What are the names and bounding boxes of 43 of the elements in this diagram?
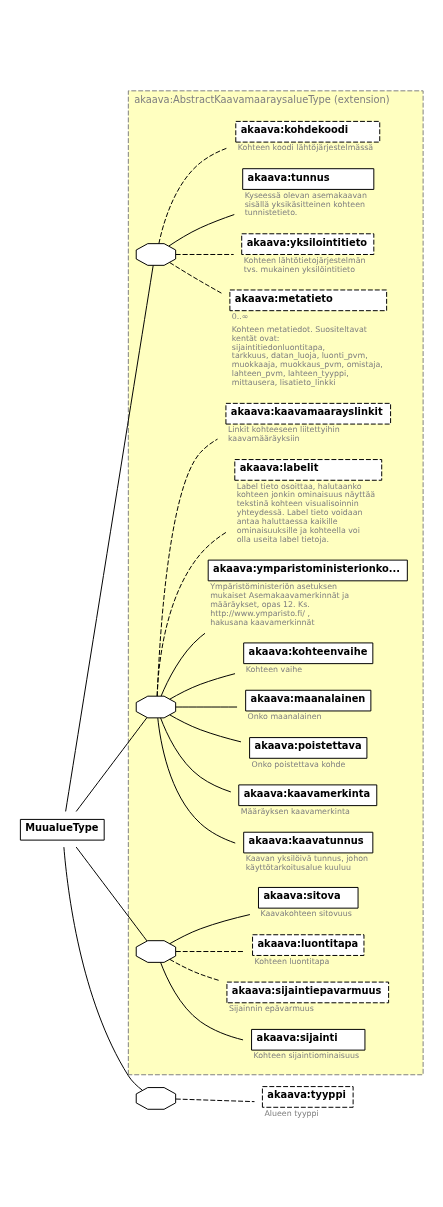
connector bbox=[160, 717, 232, 793]
node-label: Onko maanalainen bbox=[247, 712, 322, 722]
node-octagon bbox=[135, 243, 177, 266]
node-label: Kohteen sijaintiominaisuus bbox=[253, 1051, 360, 1061]
node-label: Kyseessä olevan asemakaavan sisällä yksikäsitteinen kohteen tunnistetieto. bbox=[244, 190, 367, 218]
node-label: Sijainnin epävarmuus bbox=[228, 1004, 314, 1014]
node-label: Alueen tyyppi bbox=[264, 1108, 319, 1118]
connector bbox=[158, 147, 229, 245]
connector bbox=[156, 438, 219, 697]
connector bbox=[156, 531, 227, 697]
connector bbox=[63, 846, 143, 1091]
connector bbox=[169, 262, 222, 294]
connector bbox=[160, 632, 206, 697]
node-label: 0..∞ bbox=[231, 311, 249, 321]
node-label: Kohteen luontitapa bbox=[254, 956, 330, 966]
node-octagon bbox=[135, 1087, 177, 1110]
node-label: Kaavakohteen sitovuus bbox=[260, 909, 352, 919]
node-label: Onko poistettava kohde bbox=[251, 759, 346, 769]
node-label: Ympäristöministeriön asetuksen mukaiset Asemakaavamerkinnät ja määräykset, opas 12. Ks. http://www.ymparisto.fi/ , hakusana kaavamerkinnät bbox=[210, 582, 350, 627]
node-label: Kohteen metatiedot. Suositeltavat kentät ovat: sijaintitiedonluontitapa, tarkkuus, datan_luoja, luonti_pvm, muokkaaja, muokkaus_pvm, omistaja, lahteen_pvm, lahteen_tyyppi, mittausera, lisatieto_linkki bbox=[231, 324, 383, 388]
node-label: Label tieto osoittaa, halutaanko kohteen jonkin ominaisuus näyttää tekstinä kohteen visualisoinnin yhteydessä. Label tieto voidaan antaa haluttaessa kaikille ominaisuuksille ja kohteella voi olla useita label tietoja. bbox=[236, 481, 376, 544]
connector bbox=[160, 961, 244, 1041]
connector bbox=[75, 717, 148, 812]
node-label: Kohteen vaihe bbox=[245, 664, 303, 674]
connector bbox=[169, 673, 236, 700]
node-label: Määräyksen kaavamerkinta bbox=[240, 806, 350, 816]
connector bbox=[175, 951, 245, 952]
node-label: Kohteen koodi lähtöjärjestelmässä bbox=[237, 143, 374, 153]
node-octagon bbox=[135, 695, 177, 719]
connector bbox=[157, 717, 236, 844]
connector bbox=[175, 706, 238, 708]
connector bbox=[169, 714, 242, 743]
node-label: Kaavan yksilöivä tunnus, johon käyttötarkoitusalue kuuluu bbox=[245, 854, 368, 873]
connector bbox=[168, 214, 235, 247]
connector bbox=[169, 958, 220, 981]
node-octagon bbox=[135, 940, 177, 963]
node-label: Linkit kohteeseen liitettyihin kaavamääräyksiin bbox=[227, 425, 340, 444]
connector bbox=[169, 914, 251, 945]
connector bbox=[65, 265, 154, 812]
connector bbox=[175, 254, 235, 255]
connector bbox=[75, 846, 148, 942]
connector bbox=[175, 1098, 255, 1103]
node-label: Kohteen lähtötietojärjestelmän tvs. mukainen yksilöintitieto bbox=[243, 255, 366, 274]
